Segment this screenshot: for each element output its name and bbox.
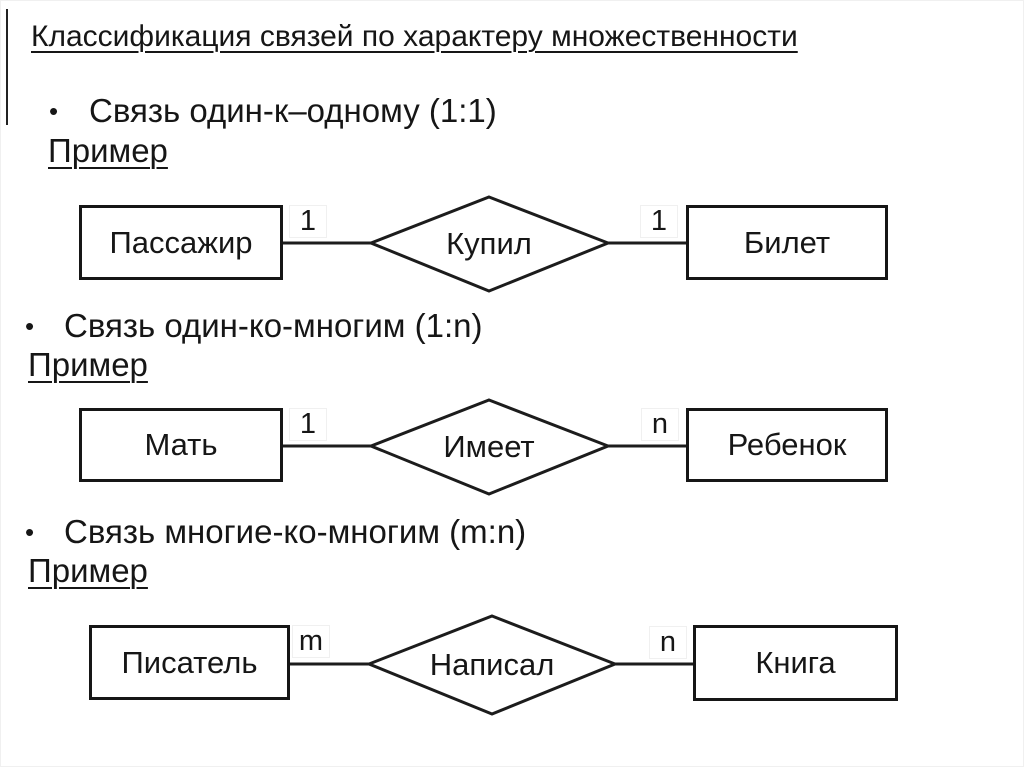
entity-box-left: Мать <box>79 408 283 482</box>
relationship-diamond-shape <box>366 195 613 293</box>
left-edge-line <box>6 9 8 125</box>
relation-label: Написал <box>429 647 555 682</box>
entity-label: Ребенок <box>727 427 847 462</box>
entity-label: Книга <box>755 645 836 680</box>
relationship-diamond-shape <box>364 614 620 716</box>
entity-box-right: Ребенок <box>686 408 888 482</box>
bullet-icon: • <box>49 96 59 126</box>
section-2-bullet-line: • Связь один-ко-многим (1:n) <box>25 306 482 346</box>
er-diagram-one-to-many <box>283 398 688 496</box>
section-1-heading: Связь один-к–одному (1:1) <box>89 92 497 129</box>
relation-label: Имеет <box>443 429 535 464</box>
relationship-diamond-shape <box>366 398 613 496</box>
section-2-heading: Связь один-ко-многим (1:n) <box>64 307 483 344</box>
entity-label: Писатель <box>121 644 258 680</box>
cardinality-label-left: m <box>292 625 330 658</box>
entity-box-right: Книга <box>693 625 898 701</box>
entity-box-left: Пассажир <box>79 205 283 280</box>
section-3-example-label: Пример <box>28 552 148 589</box>
cardinality-label-left: 1 <box>289 408 327 441</box>
entity-box-left: Писатель <box>89 625 290 700</box>
entity-label: Мать <box>144 427 218 462</box>
er-diagram-one-to-one <box>283 195 688 293</box>
cardinality-label-right: n <box>649 626 687 659</box>
section-2-example-label: Пример <box>28 346 148 383</box>
er-diagram-many-to-many <box>290 614 695 716</box>
slide-title: Классификация связей по характеру множес… <box>31 20 798 53</box>
cardinality-label-right: n <box>641 408 679 441</box>
entity-label: Пассажир <box>109 224 253 260</box>
cardinality-label-left: 1 <box>289 205 327 238</box>
entity-box-right: Билет <box>686 205 888 280</box>
bullet-icon: • <box>25 517 35 547</box>
entity-label: Билет <box>743 224 831 260</box>
section-3-bullet-line: • Связь многие-ко-многим (m:n) <box>25 512 526 552</box>
bullet-icon: • <box>25 311 35 341</box>
section-1-bullet-line: • Связь один-к–одному (1:1) <box>49 91 497 131</box>
cardinality-label-right: 1 <box>640 205 678 238</box>
section-1-example-label: Пример <box>48 132 168 169</box>
section-3-heading: Связь многие-ко-многим (m:n) <box>64 513 527 550</box>
relation-label: Купил <box>446 226 532 261</box>
